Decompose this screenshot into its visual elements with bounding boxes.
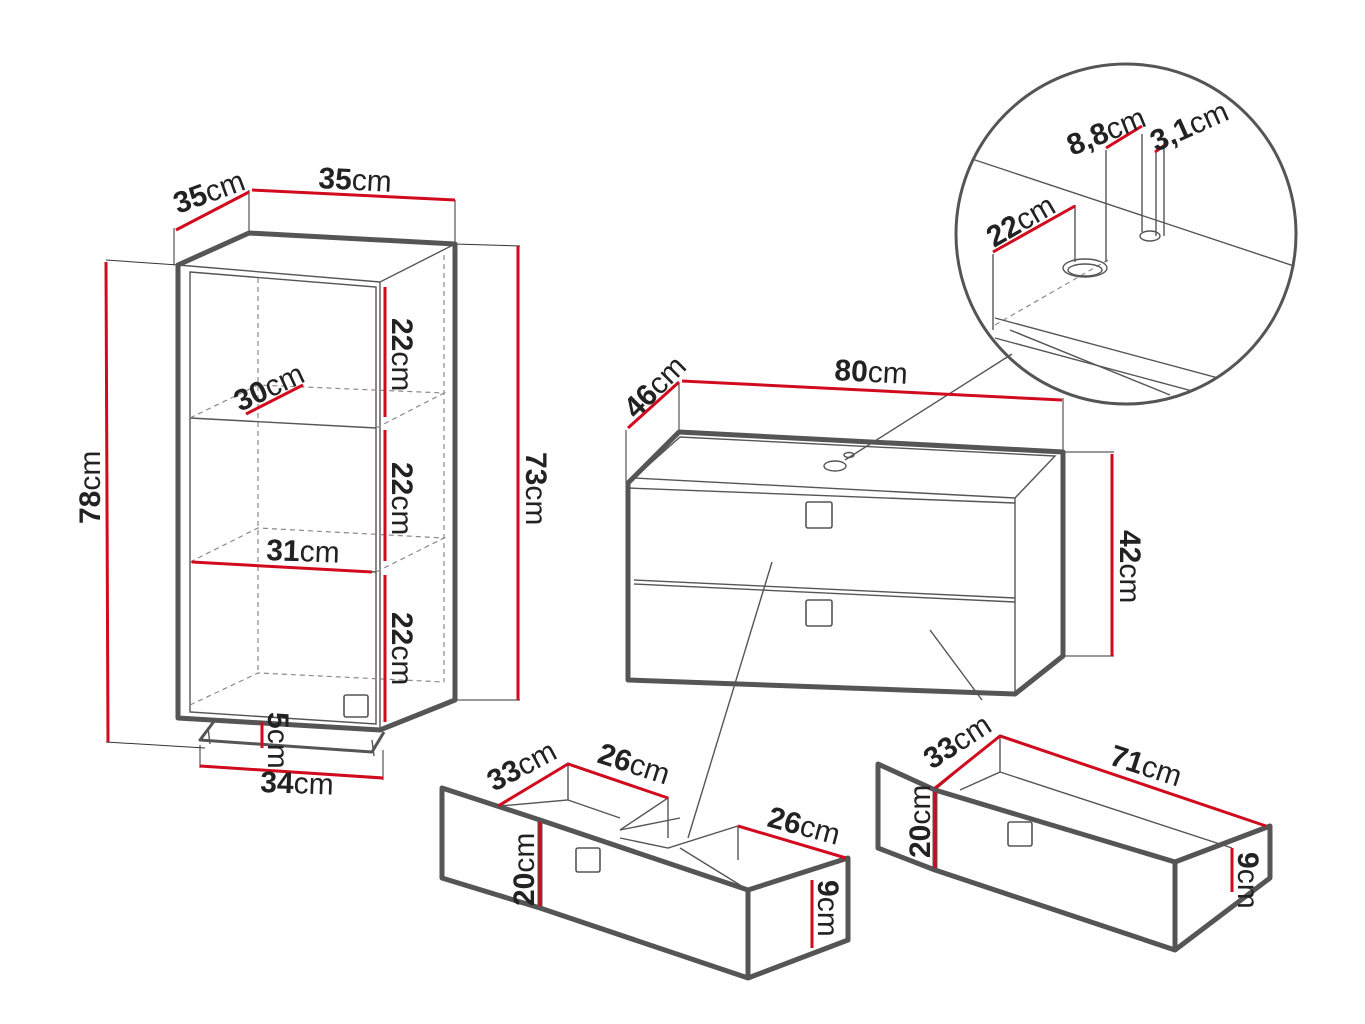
cabinet-base-width-label: 34cm [260, 766, 334, 802]
drawer-pointer-line-left [687, 561, 773, 839]
detail-magnifier [954, 62, 1298, 406]
vanity-height-label: 42cm [1113, 530, 1146, 603]
single-drawer-handle [1007, 821, 1033, 847]
single-drawer-inner-height-label: 9cm [1231, 852, 1264, 909]
labels: 35cm 35cm 78cm 73cm 22cm 22cm 22cm 30cm … [74, 95, 1264, 937]
edge-offset-label: 22cm [981, 189, 1061, 254]
hole-diameter-label: 3,1cm [1145, 95, 1233, 158]
double-drawer-depth-label: 33cm [482, 735, 562, 799]
cabinet-dimensions [104, 188, 520, 780]
tall-cabinet [105, 190, 521, 780]
double-drawer-inner-height-label: 9cm [811, 880, 844, 937]
detail-pointer-line [844, 353, 1013, 461]
double-drawer-handle [575, 847, 601, 873]
shelf-depth-label: 30cm [229, 357, 309, 418]
drawer-pointer-line-right [929, 629, 983, 701]
compartment-1-label: 22cm [385, 318, 418, 391]
single-drawer-front-height-label: 20cm [904, 785, 937, 858]
leg-height-label: 5cm [261, 712, 294, 769]
double-drawer-dimensions [497, 762, 847, 948]
compartment-2-label: 22cm [385, 462, 418, 535]
cabinet-handle [343, 694, 369, 718]
cabinet-total-height-label: 78cm [74, 451, 107, 524]
single-drawer-depth-label: 33cm [918, 708, 998, 776]
single-drawer-dimensions [933, 734, 1267, 892]
cabinet-width-label: 35cm [318, 162, 393, 199]
double-drawer-front-height-label: 20cm [508, 833, 541, 906]
vanity-bottom-handle [805, 599, 833, 627]
double-drawer-left-width-label: 26cm [594, 737, 674, 791]
compartment-3-label: 22cm [385, 612, 418, 685]
vanity-top-handle [805, 501, 833, 529]
shelf-width-label: 31cm [266, 534, 340, 570]
double-drawer [439, 762, 851, 981]
vanity-dimensions [626, 379, 1114, 656]
vanity-width-label: 80cm [834, 354, 909, 391]
cabinet-body-height-label: 73cm [519, 452, 552, 525]
vanity-unit [625, 353, 1114, 839]
detail-dimensions [992, 124, 1166, 254]
vanity-depth-label: 46cm [618, 350, 693, 425]
